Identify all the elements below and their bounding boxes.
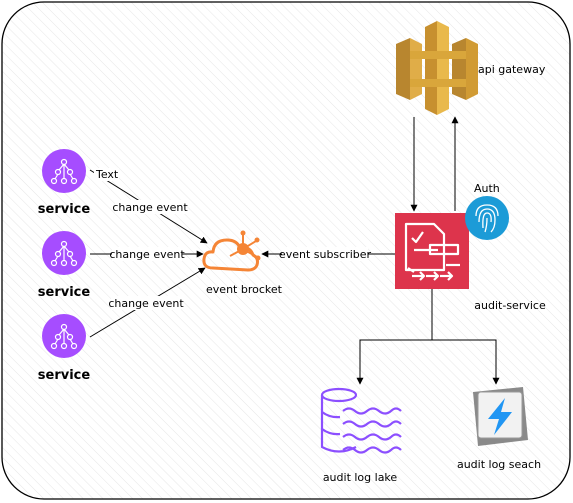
edge-label-change-event: change event — [112, 201, 188, 214]
api-gateway-icon — [396, 21, 478, 115]
edge-label-change-event: change event — [108, 297, 184, 310]
event-broker-label: event brocket — [206, 283, 283, 296]
cloud-icon — [202, 238, 259, 272]
auth-label: Auth — [474, 182, 500, 195]
service-node-3: service — [38, 314, 91, 383]
api-gateway-label: api gateway — [478, 63, 546, 76]
audit-log-lake-node: audit log lake — [320, 387, 402, 484]
api-gateway-node: api gateway — [396, 21, 546, 115]
auth-node: Auth — [465, 182, 509, 240]
audit-service-node: audit-service — [395, 213, 546, 312]
edge-label-text: Text — [95, 168, 119, 181]
audit-log-search-label: audit log seach — [457, 458, 541, 471]
edge-label-change-event: change event — [109, 248, 185, 261]
audit-log-search-node: audit log seach — [457, 387, 541, 471]
edge-audit-branch — [356, 289, 433, 385]
service-node-1: service — [38, 149, 91, 217]
edge-label-event-subscriber: event subscriber — [279, 248, 372, 261]
service-label: service — [38, 285, 91, 300]
audit-service-label: audit-service — [474, 299, 546, 312]
service-label: service — [38, 368, 91, 383]
event-broker-node: event brocket — [202, 230, 283, 296]
service-node-2: service — [38, 231, 91, 300]
data-lake-icon — [320, 387, 402, 454]
audit-log-lake-label: audit log lake — [323, 471, 398, 484]
service-label: service — [38, 202, 91, 217]
search-service-icon — [473, 387, 528, 446]
edge-audit-branch — [432, 339, 500, 385]
